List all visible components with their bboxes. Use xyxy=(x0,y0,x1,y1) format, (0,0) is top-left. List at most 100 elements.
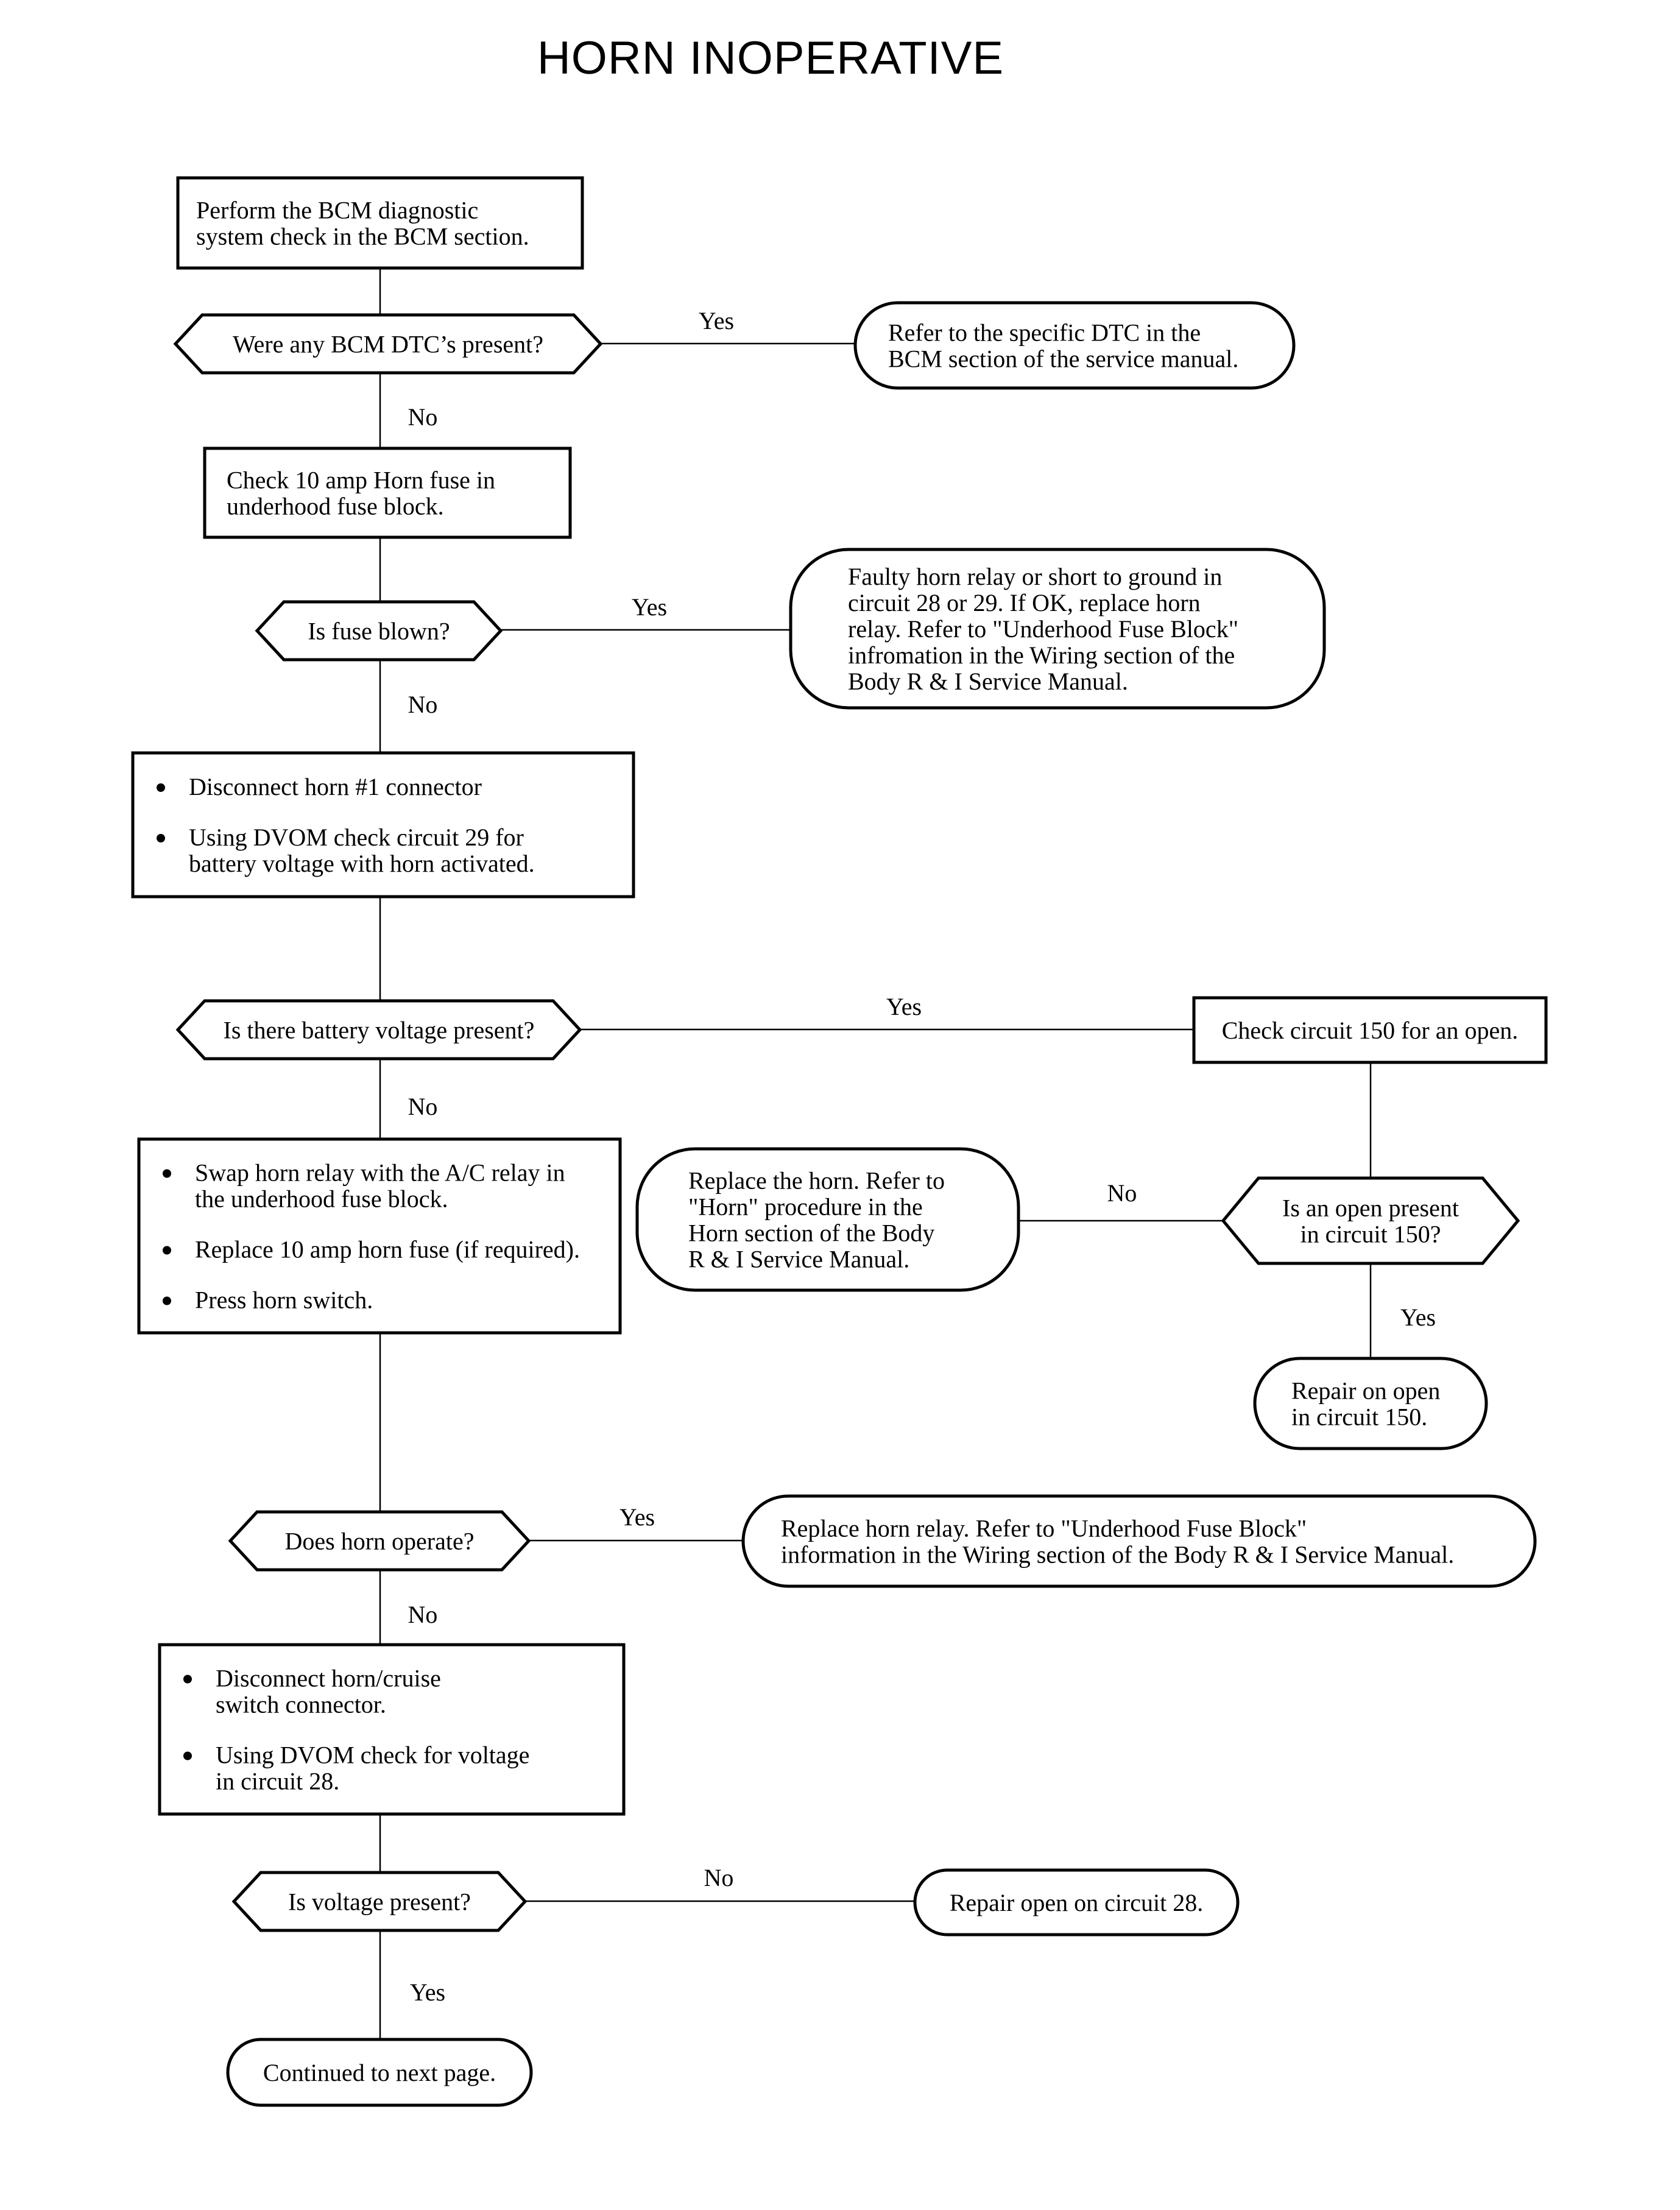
node-text: information in the Wiring section of the… xyxy=(781,1541,1454,1569)
node-text: Perform the BCM diagnostic xyxy=(196,197,478,224)
branch-label: No xyxy=(1107,1179,1137,1207)
node-text: battery voltage with horn activated. xyxy=(189,850,535,877)
node-text: Replace the horn. Refer to xyxy=(688,1167,945,1195)
node-battery-voltage-q: Is there battery voltage present? xyxy=(175,999,582,1061)
node-text: circuit 28 or 29. If OK, replace horn xyxy=(848,589,1201,616)
process-box xyxy=(176,176,584,270)
node-text: Replace 10 amp horn fuse (if required). xyxy=(195,1236,580,1263)
node-text: Body R & I Service Manual. xyxy=(848,668,1128,695)
bullet-dot xyxy=(183,1675,192,1684)
terminal-box xyxy=(913,1868,1240,1936)
node-text: Press horn switch. xyxy=(195,1287,373,1314)
node-text: Repair on open xyxy=(1291,1377,1440,1405)
bullet-dot xyxy=(163,1246,171,1255)
terminal-box xyxy=(741,1494,1537,1588)
terminal-box xyxy=(853,301,1296,390)
node-text: in circuit 28. xyxy=(216,1768,339,1795)
node-replace-relay: Replace horn relay. Refer to "Underhood … xyxy=(741,1494,1537,1588)
node-continued: Continued to next page. xyxy=(226,2038,533,2107)
terminal-box xyxy=(789,548,1326,710)
node-text: in circuit 150? xyxy=(1300,1221,1441,1248)
node-text: Using DVOM check circuit 29 for xyxy=(189,824,524,851)
node-text: BCM section of the service manual. xyxy=(888,345,1238,373)
node-horn-operate-q: Does horn operate? xyxy=(228,1510,531,1572)
node-bcm-dtc-q: Were any BCM DTC’s present? xyxy=(173,313,603,375)
page-title: HORN INOPERATIVE xyxy=(537,32,1004,84)
bullet-dot xyxy=(163,1296,171,1305)
branch-label: Yes xyxy=(886,993,922,1020)
branch-label: No xyxy=(704,1864,734,1891)
node-text: Replace horn relay. Refer to "Underhood … xyxy=(781,1515,1307,1542)
node-text: switch connector. xyxy=(216,1691,386,1718)
bullet-dot xyxy=(163,1169,171,1178)
decision-hexagon xyxy=(1221,1176,1520,1265)
node-text: the underhood fuse block. xyxy=(195,1185,448,1213)
node-text: Horn section of the Body xyxy=(688,1220,934,1247)
node-text: Is fuse blown? xyxy=(308,618,450,645)
node-text: Continued to next page. xyxy=(263,2059,496,2086)
node-text: Check 10 amp Horn fuse in xyxy=(227,467,495,494)
node-check-circuit-150: Check circuit 150 for an open. xyxy=(1192,996,1548,1064)
node-text: "Horn" procedure in the xyxy=(688,1193,923,1221)
node-text: underhood fuse block. xyxy=(227,493,444,520)
node-text: infromation in the Wiring section of the xyxy=(848,641,1235,669)
node-text: Were any BCM DTC’s present? xyxy=(233,331,543,358)
node-text: Using DVOM check for voltage xyxy=(216,1742,529,1769)
decision-hexagon xyxy=(175,999,582,1061)
process-box xyxy=(1192,996,1548,1064)
node-voltage-q: Is voltage present? xyxy=(231,1871,528,1932)
branch-label: No xyxy=(408,691,438,718)
branch-label: Yes xyxy=(632,593,667,621)
terminal-box xyxy=(226,2038,533,2107)
node-text: Disconnect horn/cruise xyxy=(216,1665,441,1692)
branch-label: No xyxy=(408,403,438,431)
process-box xyxy=(203,447,572,539)
node-text: Is voltage present? xyxy=(288,1888,471,1916)
node-repair-open-28: Repair open on circuit 28. xyxy=(913,1868,1240,1936)
node-fuse-blown-q: Is fuse blown? xyxy=(255,600,503,662)
node-replace-horn: Replace the horn. Refer to"Horn" procedu… xyxy=(635,1147,1020,1292)
branch-label: Yes xyxy=(410,1979,445,2006)
process-box xyxy=(131,751,635,898)
node-text: Does horn operate? xyxy=(285,1528,475,1555)
process-box xyxy=(158,1643,626,1816)
node-text: Refer to the specific DTC in the xyxy=(888,319,1201,347)
bullet-dot xyxy=(183,1751,192,1760)
branch-label: Yes xyxy=(699,307,734,334)
connector-lines xyxy=(379,268,1372,2039)
node-faulty-relay: Faulty horn relay or short to ground inc… xyxy=(789,548,1326,710)
node-swap-relay: Swap horn relay with the A/C relay inthe… xyxy=(137,1137,622,1335)
node-text: system check in the BCM section. xyxy=(196,223,529,250)
bullet-dot xyxy=(157,783,165,792)
node-text: Disconnect horn #1 connector xyxy=(189,773,482,800)
branch-label: Yes xyxy=(1400,1304,1436,1331)
bullet-dot xyxy=(157,834,165,842)
decision-hexagon xyxy=(173,313,603,375)
node-text: Is an open present xyxy=(1282,1195,1459,1222)
node-text: Repair open on circuit 28. xyxy=(950,1889,1204,1916)
decision-hexagon xyxy=(231,1871,528,1932)
node-text: Check circuit 150 for an open. xyxy=(1222,1017,1519,1044)
decision-hexagon xyxy=(228,1510,531,1572)
terminal-box xyxy=(635,1147,1020,1292)
node-text: relay. Refer to "Underhood Fuse Block" xyxy=(848,615,1238,643)
process-box xyxy=(137,1137,622,1335)
branch-label: No xyxy=(408,1601,438,1628)
branch-label: No xyxy=(408,1093,438,1120)
node-text: Swap horn relay with the A/C relay in xyxy=(195,1159,565,1187)
node-text: Is there battery voltage present? xyxy=(224,1017,535,1044)
branch-label: Yes xyxy=(619,1503,655,1531)
decision-hexagon xyxy=(255,600,503,662)
node-text: in circuit 150. xyxy=(1291,1403,1427,1431)
node-text: R & I Service Manual. xyxy=(688,1246,909,1273)
